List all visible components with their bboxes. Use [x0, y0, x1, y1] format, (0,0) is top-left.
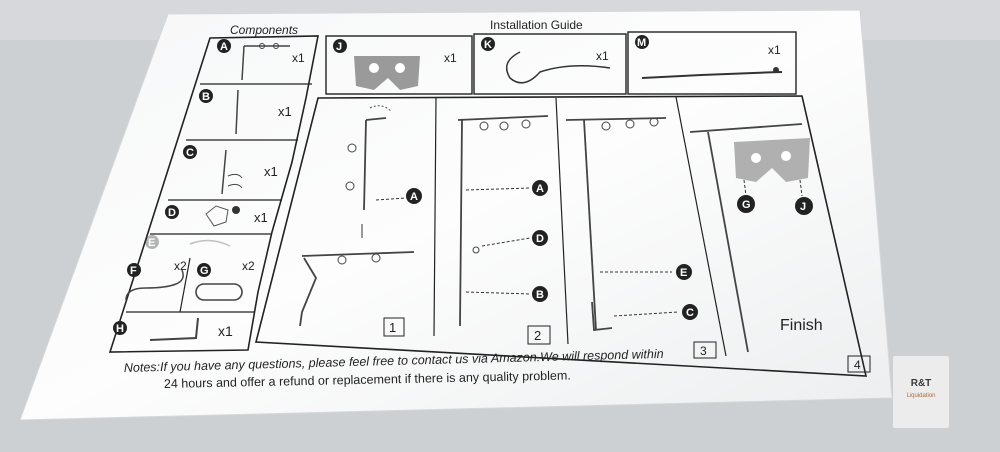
- component-j: J x1: [333, 39, 457, 90]
- qty-j: x1: [444, 51, 457, 65]
- component-b: B x1: [199, 89, 292, 135]
- steps-panel: [254, 95, 868, 377]
- step-4: G J Finish 4: [689, 123, 871, 373]
- watermark-logo: R&T Liquidation: [893, 356, 949, 428]
- qty-a: x1: [292, 51, 305, 65]
- watermark-logo-text: R&T: [910, 378, 932, 389]
- step4-callout-g: G: [742, 199, 751, 211]
- qty-d: x1: [254, 210, 268, 225]
- step2-callout-a: A: [536, 183, 544, 195]
- qty-g: x2: [242, 259, 255, 273]
- watermark-sub-text: Liquidation: [906, 393, 936, 399]
- badge-a-letter: A: [220, 41, 228, 53]
- step2-callout-b: B: [536, 289, 544, 301]
- badge-d-letter: D: [168, 207, 176, 219]
- components-panel: [108, 35, 319, 353]
- component-m: M x1: [635, 35, 783, 79]
- badge-m-letter: M: [637, 37, 646, 49]
- step1-callout-a: A: [410, 191, 418, 203]
- qty-k: x1: [596, 49, 609, 63]
- component-f: F x2: [125, 259, 187, 301]
- components-title: Components: [230, 23, 298, 37]
- divider: [555, 97, 569, 345]
- component-a: A x1: [217, 39, 305, 81]
- step-2: A D B 2: [457, 115, 551, 345]
- step3-callout-c: C: [686, 307, 694, 319]
- badge-a: [217, 39, 231, 53]
- guide-title: Installation Guide: [490, 18, 583, 32]
- qty-b: x1: [278, 104, 292, 119]
- divider: [179, 257, 191, 313]
- badge-f-letter: F: [130, 265, 137, 277]
- component-k: K x1: [481, 37, 611, 84]
- qty-f: x2: [174, 259, 187, 273]
- badge-h-letter: H: [116, 323, 124, 335]
- step3-callout-e: E: [680, 267, 687, 279]
- component-e: E: [145, 235, 231, 249]
- box-k: [473, 33, 627, 95]
- step-3: E C 3: [565, 117, 717, 359]
- badge-k-letter: K: [484, 39, 492, 51]
- component-d: D x1: [165, 205, 268, 227]
- qty-m: x1: [768, 43, 781, 57]
- component-c: C x1: [183, 145, 278, 195]
- divider: [433, 97, 437, 337]
- badge-g-letter: G: [200, 265, 209, 277]
- qty-h: x1: [218, 323, 233, 339]
- badge-j-letter: J: [336, 41, 342, 53]
- instruction-sheet: [19, 9, 893, 421]
- step-1-number: 1: [389, 320, 396, 335]
- step-4-number: 4: [854, 358, 861, 372]
- step4-callout-j: J: [800, 201, 806, 213]
- badge-c-letter: C: [186, 147, 194, 159]
- box-j: [325, 35, 473, 95]
- component-h: H x1: [113, 317, 233, 341]
- component-g: G x2: [195, 259, 255, 301]
- badge-b-letter: B: [202, 91, 210, 103]
- box-m: [627, 31, 797, 95]
- finish-label: Finish: [780, 317, 823, 334]
- step-1: A 1: [299, 105, 422, 337]
- divider: [675, 96, 727, 357]
- qty-c: x1: [264, 164, 278, 179]
- step-3-number: 3: [700, 344, 707, 358]
- step2-callout-d: D: [536, 233, 544, 245]
- badge-e-letter: E: [148, 237, 155, 249]
- step-2-number: 2: [534, 328, 541, 343]
